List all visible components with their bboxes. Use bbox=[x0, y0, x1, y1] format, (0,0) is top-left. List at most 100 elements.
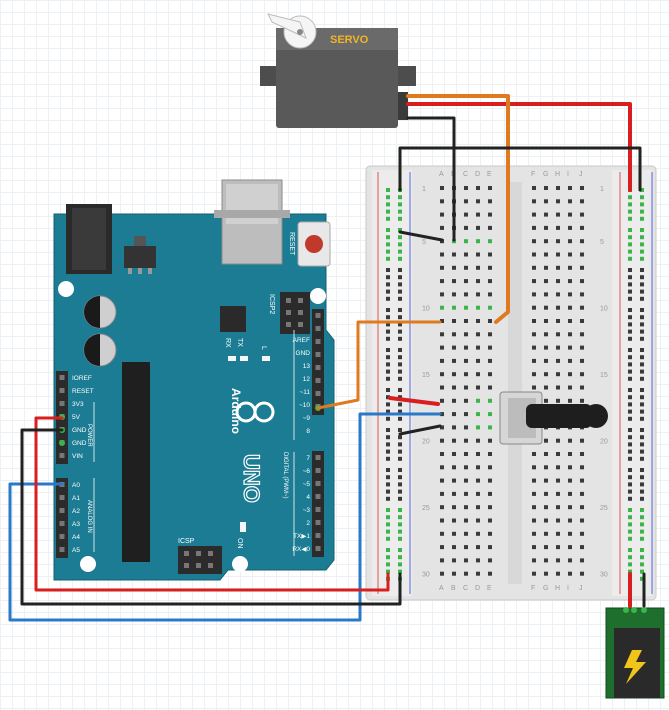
rail-hole bbox=[640, 282, 644, 287]
column-label: C bbox=[463, 585, 468, 592]
rail-hole bbox=[628, 428, 632, 432]
rail-hole bbox=[386, 315, 390, 320]
rail-hole bbox=[628, 522, 632, 527]
breadboard-hole bbox=[464, 319, 468, 323]
breadboard-hole bbox=[580, 478, 584, 483]
rail-hole bbox=[640, 555, 644, 560]
breadboard-hole bbox=[476, 452, 480, 456]
breadboard-hole bbox=[440, 319, 444, 323]
wire-rail-ground-top bbox=[398, 146, 642, 192]
voltage-regulator bbox=[124, 236, 156, 274]
rail-hole bbox=[386, 296, 390, 301]
breadboard-hole bbox=[476, 465, 480, 470]
breadboard-hole bbox=[440, 332, 444, 337]
digital-pin-label: 13 bbox=[303, 363, 311, 370]
rail-hole bbox=[640, 576, 644, 581]
digital-pin-label: ~6 bbox=[303, 468, 311, 475]
breadboard-hole bbox=[452, 531, 456, 536]
breadboard-hole bbox=[580, 225, 584, 230]
rail-hole bbox=[386, 275, 390, 280]
rail-hole bbox=[386, 489, 390, 494]
breadboard-hole bbox=[580, 332, 584, 337]
breadboard-hole bbox=[452, 571, 456, 576]
rail-hole bbox=[628, 569, 632, 574]
header-pin bbox=[315, 481, 321, 486]
digital-pin-header-top bbox=[312, 309, 324, 415]
breadboard-hole bbox=[440, 372, 444, 377]
reset-button[interactable] bbox=[297, 221, 331, 267]
header-pin bbox=[315, 352, 321, 357]
row-number: 1 bbox=[600, 186, 604, 193]
breadboard-hole bbox=[556, 558, 560, 563]
breadboard-hole bbox=[488, 186, 492, 190]
breadboard-hole bbox=[544, 465, 548, 470]
breadboard-hole bbox=[580, 305, 584, 310]
digital-header-label: DIGITAL (PWM~) bbox=[282, 452, 288, 499]
breadboard-hole bbox=[580, 265, 584, 270]
breadboard-hole bbox=[532, 571, 536, 576]
rail-hole bbox=[628, 475, 632, 480]
breadboard-hole bbox=[464, 558, 468, 563]
rail-hole bbox=[398, 369, 402, 374]
rail-hole bbox=[386, 569, 390, 574]
rail-hole bbox=[628, 308, 632, 312]
pin-labels: IOREFRESET3V35VGNDGNDVINA0A1A2A3A4A5AREF… bbox=[72, 337, 310, 554]
breadboard-hole bbox=[532, 452, 536, 456]
breadboard-hole bbox=[476, 199, 480, 204]
header-pin bbox=[59, 401, 65, 406]
rail-hole bbox=[386, 369, 390, 374]
breadboard-hole bbox=[568, 491, 572, 496]
breadboard-hole bbox=[452, 518, 456, 523]
breadboard-hole bbox=[556, 305, 560, 310]
breadboard-hole bbox=[568, 478, 572, 483]
rail-hole bbox=[398, 449, 402, 454]
header-pin bbox=[315, 533, 321, 538]
rail-hole bbox=[628, 336, 632, 341]
rail-hole bbox=[386, 188, 390, 192]
breadboard-hole bbox=[488, 518, 492, 523]
rail-hole bbox=[386, 202, 390, 207]
rail-hole bbox=[628, 228, 632, 232]
rail-hole bbox=[628, 362, 632, 367]
lightning-icon bbox=[624, 650, 646, 684]
row-number: 15 bbox=[422, 372, 430, 379]
breadboard-hole bbox=[452, 372, 456, 377]
rail-hole bbox=[386, 395, 390, 400]
rail-hole bbox=[386, 456, 390, 461]
breadboard-hole bbox=[476, 292, 480, 297]
breadboard-hole bbox=[556, 332, 560, 337]
breadboard-hole bbox=[452, 425, 456, 430]
rail-hole bbox=[640, 442, 644, 447]
breadboard-hole bbox=[556, 292, 560, 297]
breadboard-hole bbox=[544, 279, 548, 284]
rail-hole bbox=[640, 515, 644, 520]
breadboard-hole bbox=[464, 518, 468, 523]
breadboard-hole bbox=[488, 319, 492, 323]
breadboard-hole bbox=[476, 252, 480, 257]
breadboard-hole bbox=[476, 558, 480, 563]
breadboard-hole bbox=[488, 305, 492, 310]
breadboard-hole bbox=[488, 225, 492, 230]
column-label: F bbox=[531, 585, 535, 592]
rail-hole bbox=[398, 442, 402, 447]
breadboard-hole bbox=[556, 518, 560, 523]
breadboard-hole bbox=[440, 199, 444, 204]
row-number: 1 bbox=[422, 186, 426, 193]
rail-hole bbox=[640, 369, 644, 374]
breadboard-hole bbox=[556, 545, 560, 550]
rail-hole bbox=[398, 395, 402, 400]
row-number: 30 bbox=[600, 572, 608, 579]
column-label: D bbox=[475, 171, 480, 178]
power-pin-label: 5V bbox=[72, 414, 81, 421]
rail-hole bbox=[398, 329, 402, 334]
breadboard-hole bbox=[544, 332, 548, 337]
header-pin bbox=[59, 453, 65, 458]
breadboard-hole bbox=[544, 239, 548, 244]
breadboard-hole bbox=[580, 518, 584, 523]
rail-hole bbox=[398, 536, 402, 541]
rail-hole bbox=[386, 468, 390, 472]
digital-pin-label: 7 bbox=[306, 455, 310, 462]
rail-hole bbox=[640, 348, 644, 352]
column-label: E bbox=[487, 171, 492, 178]
